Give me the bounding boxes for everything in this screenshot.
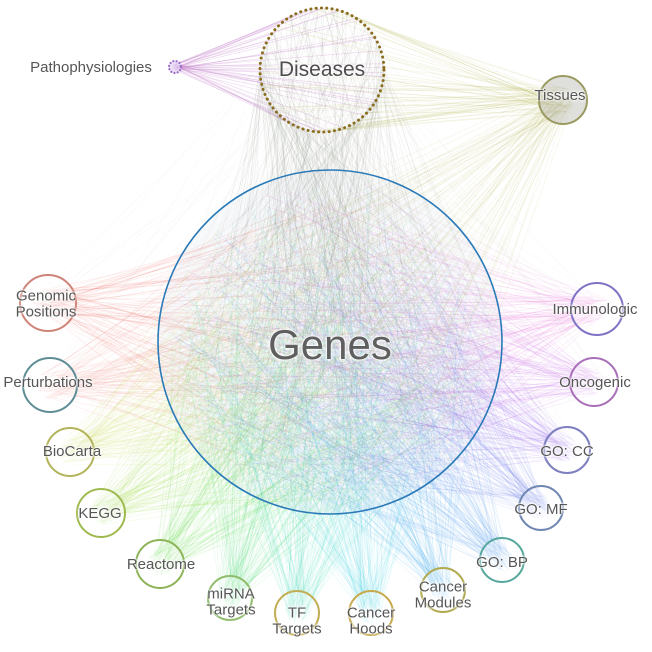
node-circle-go-mf[interactable] <box>518 485 564 531</box>
node-circle-kegg[interactable] <box>76 488 126 538</box>
node-circle-perturbations[interactable] <box>22 357 78 413</box>
node-circle-biocarta[interactable] <box>45 427 95 477</box>
node-circle-go-cc[interactable] <box>543 426 591 474</box>
node-circle-diseases[interactable] <box>258 6 386 134</box>
edge-bundles <box>32 7 611 625</box>
node-circle-tf-targets[interactable] <box>274 590 320 636</box>
node-circle-go-bp[interactable] <box>479 537 525 583</box>
node-circle-cancer-hoods[interactable] <box>348 590 394 636</box>
node-circle-reactome[interactable] <box>135 539 185 589</box>
node-circle-genomic-positions[interactable] <box>19 274 77 332</box>
node-circle-immunologic[interactable] <box>570 282 624 336</box>
node-circle-cancer-modules[interactable] <box>420 567 466 613</box>
node-circle-mirna-targets[interactable] <box>207 575 253 621</box>
node-circle-tissues[interactable] <box>538 75 588 125</box>
node-circle-oncogenic[interactable] <box>569 357 619 407</box>
node-circle-genes[interactable] <box>157 169 503 515</box>
node-circle-pathophysiologies[interactable] <box>167 59 183 75</box>
